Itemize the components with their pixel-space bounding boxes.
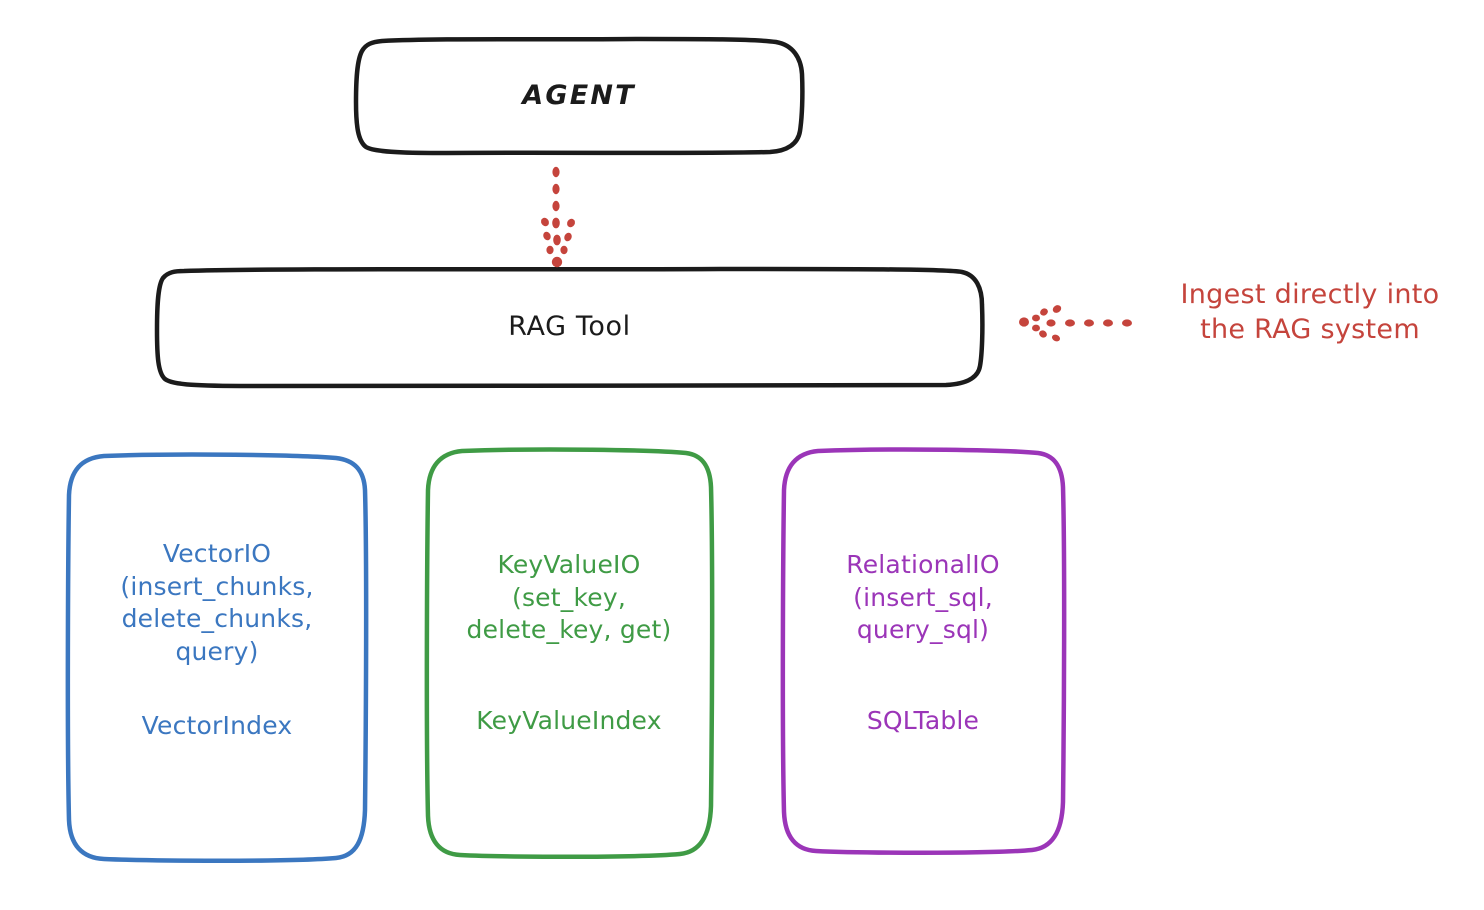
relational-io-box-outline[interactable] <box>780 447 1067 855</box>
agent-to-rag-tool-arrow <box>541 166 575 268</box>
agent-box-outline[interactable] <box>353 36 805 156</box>
vector-io-box-outline[interactable] <box>65 452 369 863</box>
ingest-note-arrow <box>1019 305 1132 342</box>
rag-tool-box-outline[interactable] <box>154 266 985 389</box>
key-value-io-box-outline[interactable] <box>424 447 715 859</box>
